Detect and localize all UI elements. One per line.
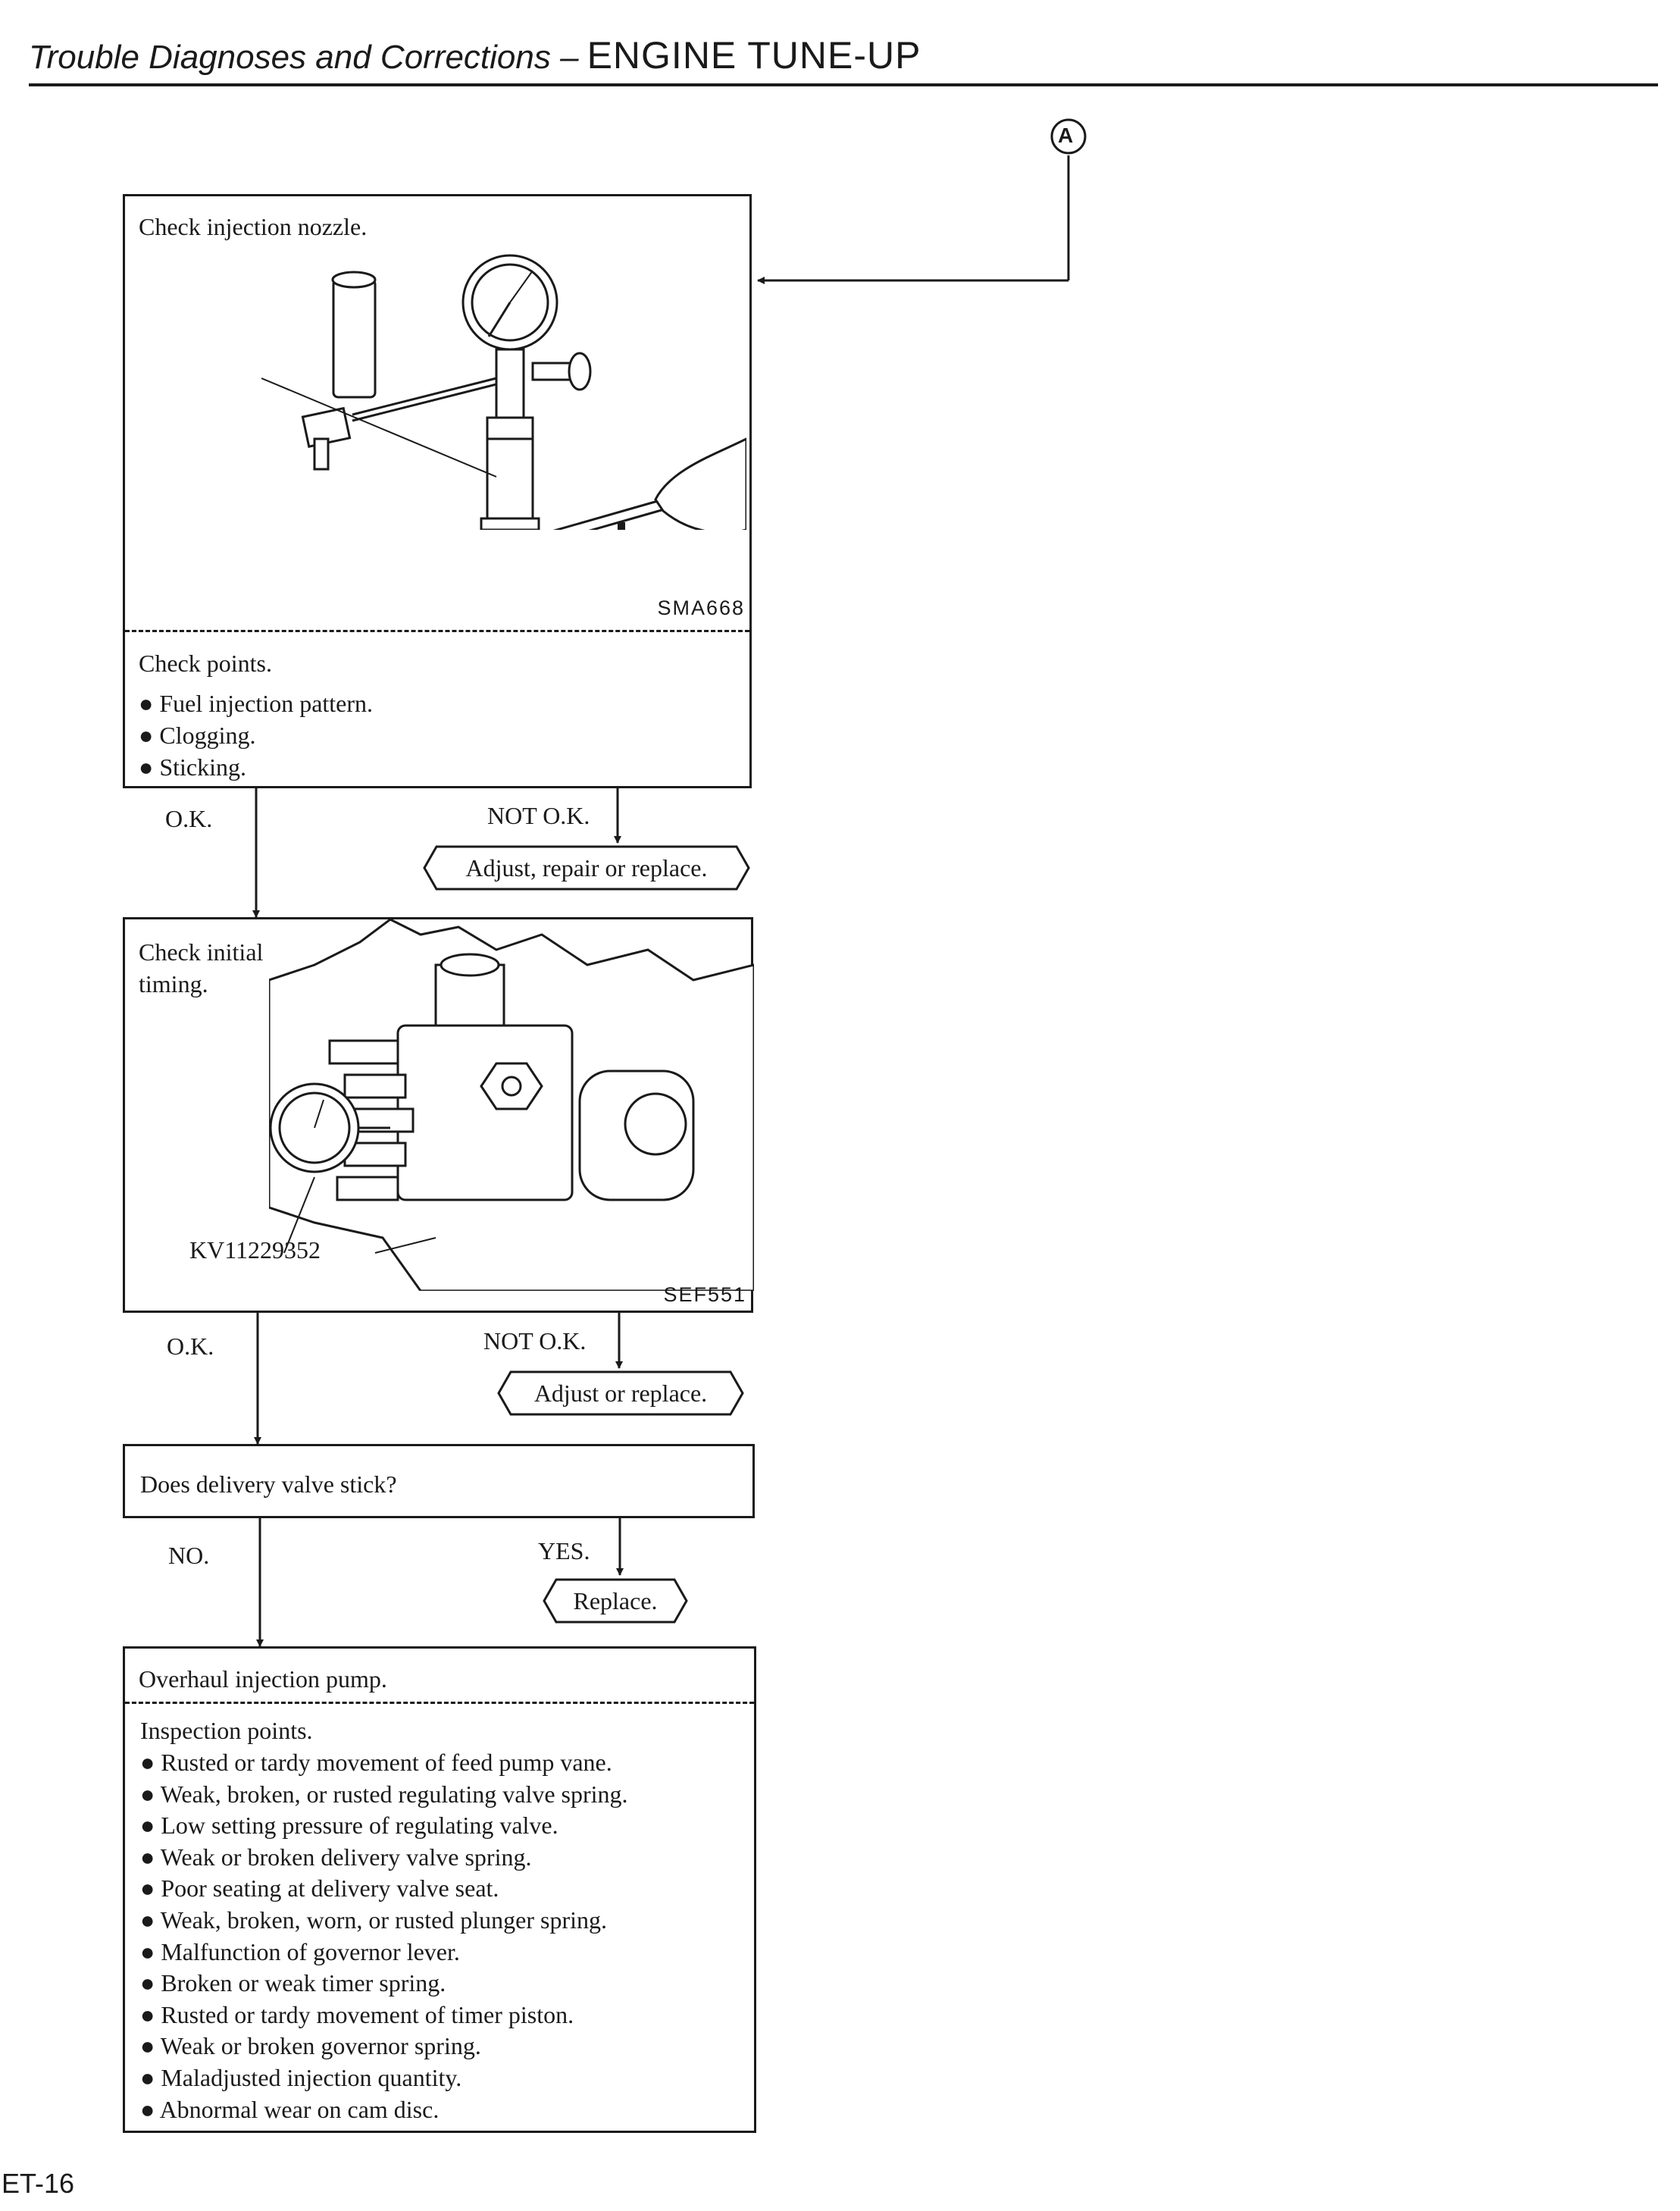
step-timing-box: Check initial timing.	[123, 917, 754, 1313]
step-overhaul-box: Overhaul injection pump. Inspection poin…	[123, 1646, 756, 2133]
list-item: ● Maladjusted injection quantity.	[140, 2063, 462, 2091]
action-text: Adjust, repair or replace.	[465, 854, 708, 882]
action-adjust-repair-replace: Adjust, repair or replace.	[423, 845, 750, 891]
list-item: ● Broken or weak timer spring.	[140, 1969, 446, 1997]
connector-a-label: A	[1058, 124, 1074, 147]
injection-pump-dial-gauge-illustration	[269, 919, 754, 1291]
step-timing-title-line1: Check initial	[139, 938, 264, 966]
overhaul-title: Overhaul injection pump.	[139, 1665, 387, 1693]
tool-label: KV11229352	[189, 1236, 321, 1264]
action-shape	[423, 845, 750, 891]
page-number: ET-16	[2, 2168, 75, 2199]
list-item: ● Clogging.	[139, 722, 256, 749]
not-ok-label-1: NOT O.K.	[487, 802, 590, 829]
not-ok-label-2: NOT O.K.	[483, 1327, 587, 1354]
check-points-title: Check points.	[139, 650, 272, 677]
list-item: ● Weak or broken delivery valve spring.	[140, 1843, 532, 1871]
inspection-points-title: Inspection points.	[140, 1717, 313, 1744]
yes-label: YES.	[538, 1537, 590, 1564]
header-rule	[29, 83, 1658, 86]
ok-label-2: O.K.	[167, 1333, 214, 1360]
action-text: Adjust or replace.	[533, 1380, 708, 1407]
list-item: ● Weak, broken, worn, or rusted plunger …	[140, 1906, 608, 1934]
list-item: ● Rusted or tardy movement of feed pump …	[140, 1749, 612, 1776]
list-item: ● Poor seating at delivery valve seat.	[140, 1874, 499, 1903]
step-timing-title: Check initial timing.	[139, 936, 263, 1000]
chapter-title: ENGINE TUNE-UP	[587, 34, 921, 77]
figure-code-sef551: SEF551	[663, 1283, 746, 1306]
check-points-list: ● Fuel injection pattern. ● Clogging. ● …	[139, 687, 373, 783]
list-item: ● Weak, broken, or rusted regulating val…	[140, 1780, 628, 1808]
list-item: ● Sticking.	[139, 753, 246, 781]
step-nozzle-box: Check injection nozzle.	[123, 194, 752, 788]
list-item: ● Malfunction of governor lever.	[140, 1937, 460, 1965]
action-shape	[543, 1578, 688, 1624]
page-header: Trouble Diagnoses and Corrections – ENGI…	[29, 33, 921, 77]
divider-dashed	[125, 1702, 754, 1704]
divider-dashed	[125, 630, 749, 632]
list-item: ● Fuel injection pattern.	[139, 690, 374, 717]
figure-code-sma668: SMA668	[657, 597, 745, 619]
section-title: Trouble Diagnoses and Corrections –	[29, 39, 579, 76]
connector-a-icon	[1050, 118, 1087, 155]
action-shape	[497, 1370, 744, 1416]
list-item: ● Abnormal wear on cam disc.	[140, 2095, 440, 2123]
inspection-points-list: ● Rusted or tardy movement of feed pump …	[140, 1747, 628, 2125]
no-label: NO.	[168, 1542, 210, 1569]
action-text: Replace.	[573, 1587, 658, 1614]
step-nozzle-title: Check injection nozzle.	[139, 213, 368, 240]
list-item: ● Weak or broken governor spring.	[140, 2032, 481, 2060]
step-timing-title-line2: timing.	[139, 970, 208, 997]
step-delivery-valve-box: Does delivery valve stick?	[123, 1444, 755, 1518]
nozzle-tester-illustration	[261, 254, 746, 530]
ok-label-1: O.K.	[165, 805, 213, 832]
action-adjust-replace: Adjust or replace.	[497, 1370, 744, 1416]
action-replace: Replace.	[543, 1578, 688, 1624]
list-item: ● Low setting pressure of regulating val…	[140, 1812, 558, 1840]
delivery-valve-question: Does delivery valve stick?	[140, 1470, 397, 1498]
list-item: ● Rusted or tardy movement of timer pist…	[140, 2000, 574, 2028]
